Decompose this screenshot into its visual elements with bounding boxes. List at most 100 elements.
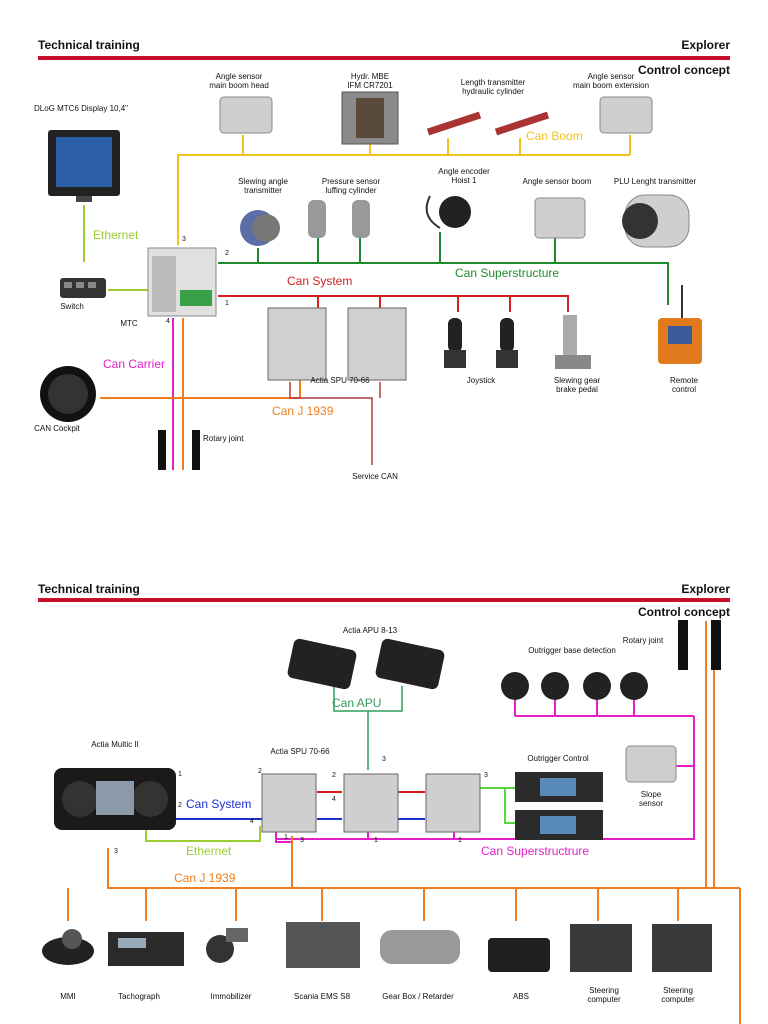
diagram-page-2: Technical training Explorer Control conc…	[0, 536, 768, 1024]
pin-m3: 3	[114, 848, 118, 855]
bus-can-superstructure: Can Superstructure	[455, 266, 560, 280]
header-subtitle-2: Control concept	[638, 605, 730, 619]
steering-computer-2	[652, 924, 712, 972]
pin-a3: 3	[300, 837, 304, 844]
pressure-sensor-2	[352, 200, 370, 238]
pin-2: 2	[225, 250, 229, 257]
pin-a4: 4	[250, 818, 254, 825]
length-transmitter-2	[494, 111, 550, 136]
gearbox-device	[380, 930, 460, 964]
spu-c	[425, 773, 481, 833]
plu-transmitter	[622, 194, 690, 248]
switch-device	[60, 278, 106, 298]
pin-b4: 4	[332, 796, 336, 803]
label-angle-head: Angle sensor main boom head	[209, 72, 269, 90]
outrigger-sensor-4	[620, 672, 648, 700]
outrigger-sensor-2	[541, 672, 569, 700]
angle-sensor-head	[219, 96, 273, 134]
actia-spu-2	[347, 307, 407, 381]
label-outrigger-ctrl: Outrigger Control	[527, 754, 589, 763]
label-pedal: Slewing gear brake pedal	[553, 376, 601, 394]
spu-b	[343, 773, 399, 833]
apu-2	[375, 638, 445, 690]
pin-m2: 2	[178, 802, 182, 809]
immobilizer-device	[206, 928, 248, 963]
bus-can-superstructure-2: Can Superstructrure	[481, 844, 590, 858]
bus-can-boom: Can Boom	[526, 129, 583, 143]
rotary-joint-bar-right	[192, 430, 200, 470]
header-bar-2	[38, 598, 730, 602]
label-outrigger-base: Outrigger base detection	[528, 646, 616, 655]
scania-ems-device	[286, 922, 360, 968]
label-gearbox: Gear Box / Retarder	[382, 992, 454, 1001]
outrigger-link	[480, 787, 515, 824]
pin-a2: 2	[258, 768, 262, 775]
joystick-1	[444, 318, 466, 368]
service-can-line	[289, 382, 381, 465]
bus-can-j1939: Can J 1939	[272, 404, 334, 418]
pin-c3: 3	[484, 772, 488, 779]
label-steer-1: Steering computer	[587, 986, 621, 1004]
header-bar	[38, 56, 730, 60]
display-device	[48, 130, 120, 202]
pin-b3: 3	[382, 756, 386, 763]
joystick-2	[496, 318, 518, 368]
label-rotary-2: Rotary joint	[622, 636, 664, 645]
pin-c1: 1	[458, 837, 462, 844]
label-encoder: Angle encoder Hoist 1	[438, 167, 490, 185]
label-rotary: Rotary joint	[203, 434, 244, 443]
apu-1	[287, 638, 357, 690]
length-transmitter-1	[426, 111, 482, 136]
label-slewing-tx: Slewing angle transmitter	[238, 177, 288, 195]
pin-4: 4	[166, 318, 170, 325]
slewing-transmitter	[240, 210, 280, 246]
pressure-sensor-1	[308, 200, 326, 238]
rotary-bar-left-2	[678, 620, 688, 670]
bus-ethernet-2: Ethernet	[186, 844, 232, 858]
multic-dashboard	[54, 768, 176, 830]
label-angle-boom: Angle sensor boom	[522, 177, 592, 186]
diagram-page-1: Technical training Explorer Control conc…	[34, 38, 730, 481]
bus-can-system: Can System	[287, 274, 353, 288]
can-boom-bus	[177, 135, 631, 245]
mmi-device	[42, 929, 94, 965]
label-mmi: MMI	[60, 992, 76, 1001]
label-joystick: Joystick	[466, 376, 496, 385]
header-brand-2: Explorer	[681, 582, 730, 596]
header-subtitle: Control concept	[638, 63, 730, 77]
label-angle-ext: Angle sensor main boom extension	[572, 72, 650, 90]
pin-a1: 1	[284, 834, 288, 841]
bus-can-j1939-2: Can J 1939	[174, 871, 236, 885]
label-tacho: Tachograph	[118, 992, 160, 1001]
slope-sensor	[625, 745, 677, 783]
can-cockpit-gauge	[40, 366, 96, 422]
brake-pedal	[555, 315, 591, 369]
actia-spu-1	[267, 307, 327, 381]
outrigger-control-2	[515, 810, 603, 840]
ethernet-link	[83, 205, 148, 291]
label-multic: Actia Multic II	[91, 740, 139, 749]
rotary-bar-right-2	[711, 620, 721, 670]
label-length-tx: Length transmitter hydraulic cylinder	[460, 78, 526, 96]
label-plu: PLU Lenght transmitter	[613, 177, 697, 186]
label-service-can: Service CAN	[352, 472, 398, 481]
bus-can-carrier: Can Carrier	[103, 357, 166, 371]
wiring-diagram-2	[42, 620, 741, 1024]
pin-b1: 1	[374, 837, 378, 844]
outrigger-sensor-3	[583, 672, 611, 700]
angle-sensor-extension	[599, 96, 653, 134]
outrigger-control-1	[515, 772, 603, 802]
spu-a	[261, 773, 317, 833]
label-immob: Immobilizer	[210, 992, 252, 1001]
outrigger-sensor-1	[501, 672, 529, 700]
header-title-2: Technical training	[38, 582, 140, 596]
tachograph-device	[108, 932, 184, 966]
can-superstructure-bus	[218, 232, 669, 305]
label-scania: Scania EMS S8	[293, 992, 351, 1001]
angle-sensor-boom-device	[534, 197, 586, 239]
steering-computer-1	[570, 924, 632, 972]
rotary-joint-bar-left	[158, 430, 166, 470]
label-slope: Slope sensor	[638, 790, 663, 808]
label-spu-2: Actia SPU 70-66	[270, 747, 330, 756]
bus-ethernet: Ethernet	[93, 228, 139, 242]
